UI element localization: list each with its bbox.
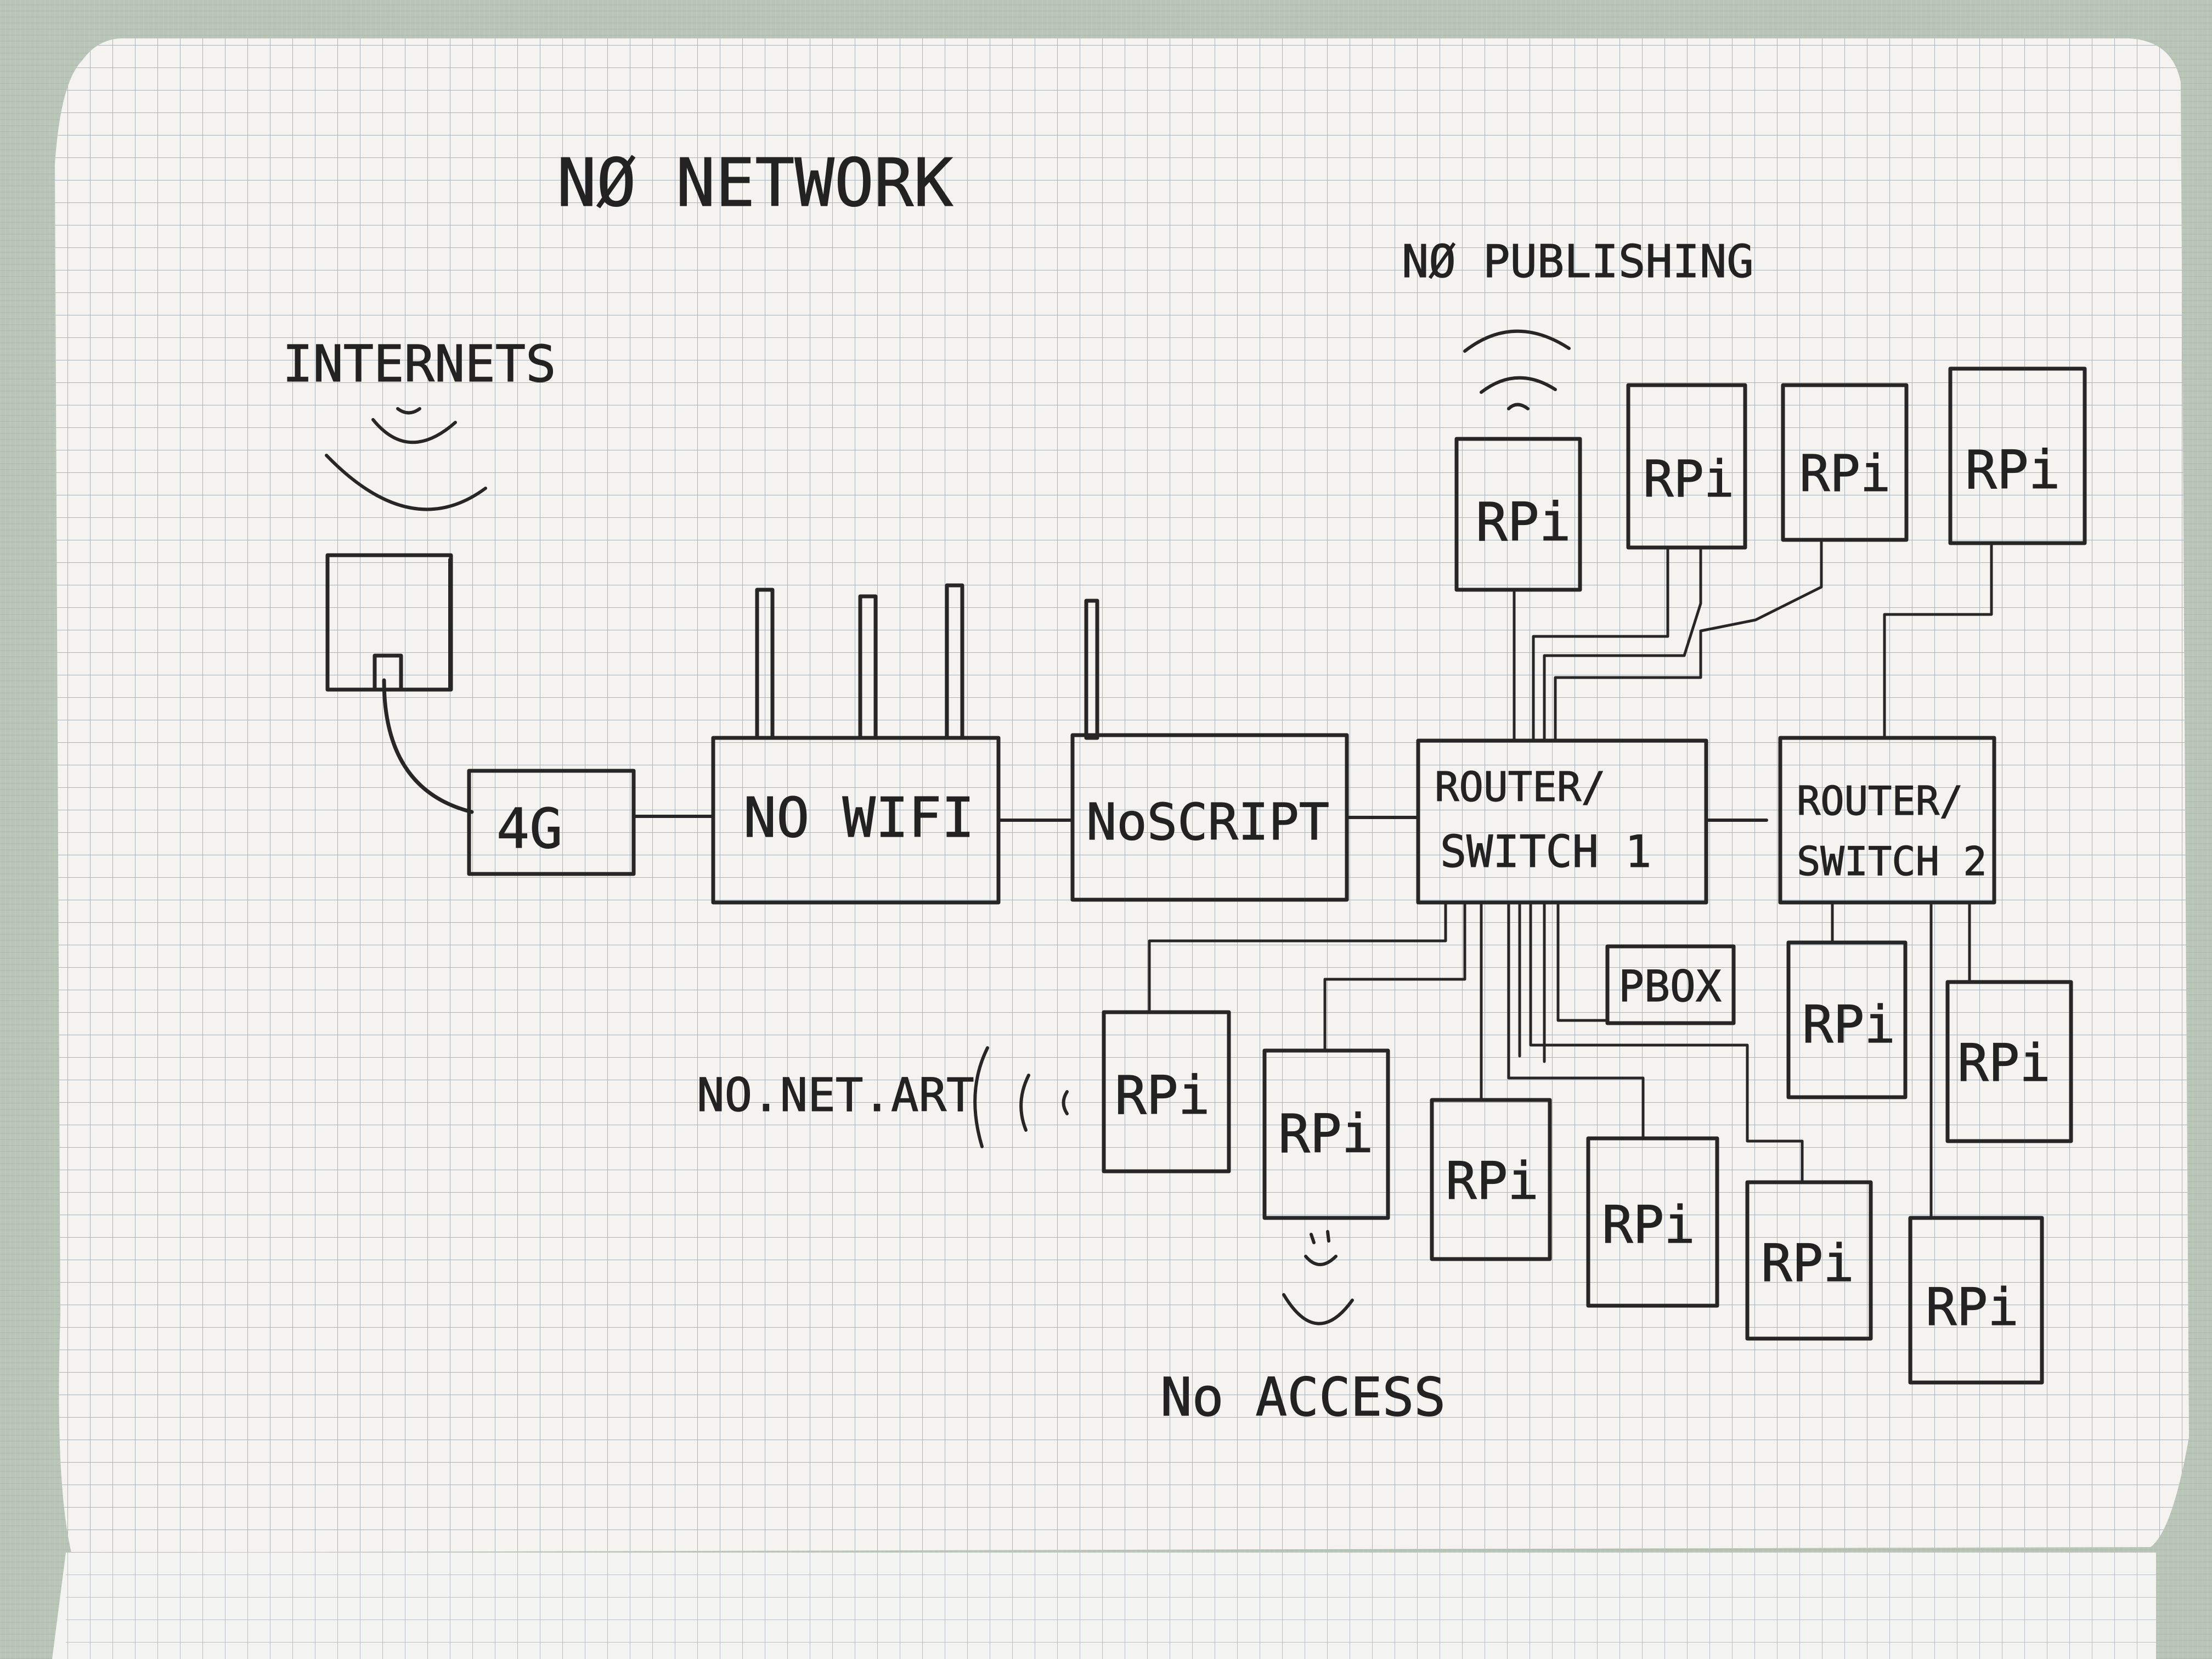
rpi-right-1: RPi [1786,940,1908,1099]
rpi-bottom-3: RPi [1745,1180,1873,1341]
rpi-top-wifi: RPi [1454,437,1582,592]
router1-label-line1: ROUTER/ [1435,764,1606,811]
svg-text:RPi: RPi [1115,1065,1210,1126]
no-net-art-label: NO.NET.ART [697,1068,974,1122]
svg-text:RPi: RPi [1957,1034,2051,1093]
noscript-label: NoSCRIPT [1086,793,1329,851]
internets-label: INTERNETS [283,335,556,393]
svg-text:RPi: RPi [1643,450,1734,509]
router2-label-line1: ROUTER/ [1797,778,1963,824]
broadcast-icon [973,1046,1069,1148]
rpi-bottom-1: RPi [1430,1098,1552,1261]
top-wiring [1513,538,1993,742]
router2-label-line2: SWITCH 2 [1797,838,1987,884]
rpi-top-2: RPi [1626,383,1747,550]
smile-icon [325,407,487,511]
internet-antenna-box [325,553,474,814]
rpi-access: RPi [1262,1048,1390,1220]
svg-text:RPi: RPi [1278,1103,1373,1165]
modem-4g-node: 4G [467,769,636,876]
router1-label-line2: SWITCH 1 [1440,826,1651,877]
svg-text:RPi: RPi [1446,1152,1539,1211]
rpi-top-3: RPi [1781,383,1909,542]
rpi-net-art: RPi [1102,1010,1231,1173]
svg-text:RPi: RPi [1476,492,1571,553]
smile-icon-bottom [1282,1230,1354,1325]
svg-text:RPi: RPi [1965,439,2060,501]
pbox-node: PBOX [1605,944,1736,1025]
title-text: NØ NETWORK [557,145,953,222]
rpi-bottom-2: RPi [1586,1136,1719,1308]
bottom-wiring [1148,901,1971,1220]
svg-text:RPi: RPi [1799,444,1891,503]
svg-text:RPi: RPi [1761,1234,1854,1294]
router-switch-2-node: ROUTER/ SWITCH 2 [1778,736,1996,905]
modem-4g-label: 4G [496,797,562,861]
rpi-right-2: RPi [1945,980,2073,1143]
no-publishing-label: NØ PUBLISHING [1402,236,1754,288]
no-wifi-label: NO WIFI [743,786,974,850]
no-access-label: No ACCESS [1160,1367,1446,1428]
svg-text:PBOX: PBOX [1618,962,1722,1012]
rpi-right-3: RPi [1908,1216,2044,1385]
wifi-signal-icon [1463,329,1571,410]
noscript-node: NoSCRIPT [1070,599,1349,902]
rpi-top-4: RPi [1948,366,2087,545]
svg-text:RPi: RPi [1926,1278,2019,1338]
router-switch-1-node: ROUTER/ SWITCH 1 [1416,738,1708,905]
svg-text:RPi: RPi [1802,995,1895,1055]
svg-text:RPi: RPi [1602,1195,1695,1255]
